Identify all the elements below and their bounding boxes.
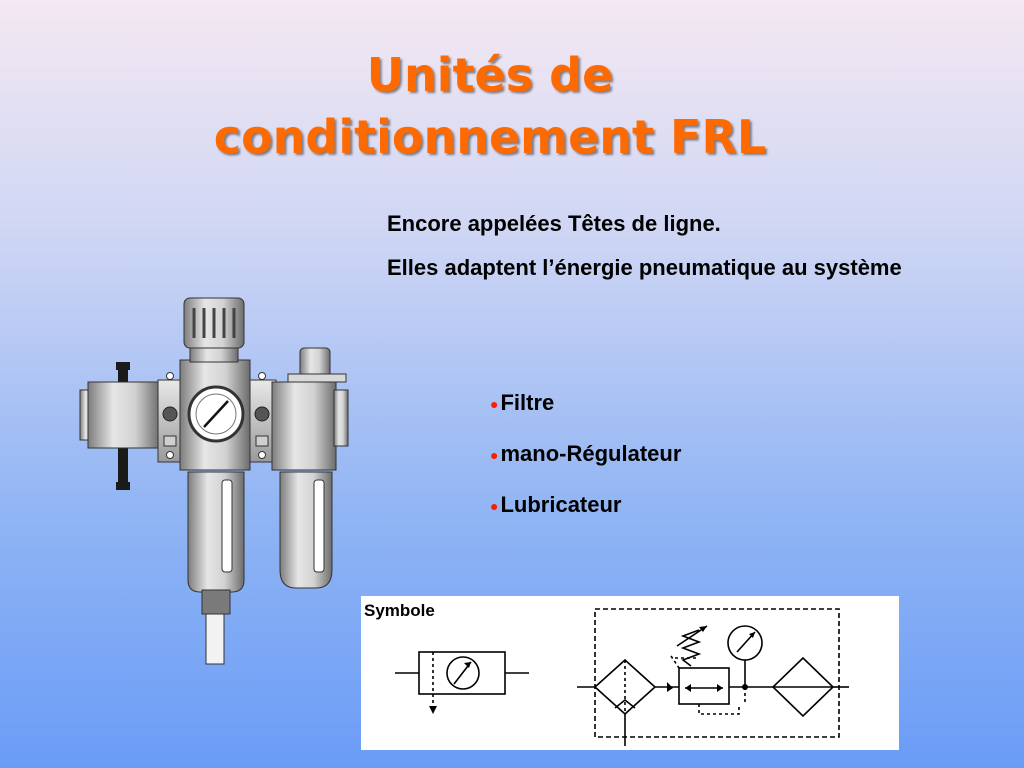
- bullet-icon: ●: [490, 498, 499, 514]
- list-item-filtre: ● Filtre: [490, 390, 681, 441]
- intro-text: Encore appelées Têtes de ligne. Elles ad…: [387, 210, 987, 298]
- list-item-label: Lubricateur: [500, 492, 622, 517]
- slide-title: Unités de conditionnement FRL: [150, 44, 830, 168]
- title-line-2: conditionnement FRL: [213, 110, 767, 164]
- frl-pneumatic-symbol-icon: [395, 608, 849, 746]
- list-item-regulateur: ● mano-Régulateur: [490, 441, 681, 492]
- title-line-1: Unités de: [366, 48, 614, 102]
- list-item-lubricateur: ● Lubricateur: [490, 492, 681, 543]
- symbol-panel: Symbole: [361, 596, 899, 750]
- component-list: ● Filtre ● mano-Régulateur ● Lubricateur: [490, 390, 681, 543]
- bullet-icon: ●: [490, 447, 499, 463]
- intro-line-2: Elles adaptent l’énergie pneumatique au …: [387, 255, 902, 280]
- intro-line-1: Encore appelées Têtes de ligne.: [387, 211, 721, 236]
- frl-unit-illustration-icon: [79, 297, 349, 665]
- list-item-label: mano-Régulateur: [500, 441, 682, 466]
- list-item-label: Filtre: [500, 390, 555, 415]
- bullet-icon: ●: [490, 396, 499, 412]
- symbol-label: Symbole: [364, 601, 435, 620]
